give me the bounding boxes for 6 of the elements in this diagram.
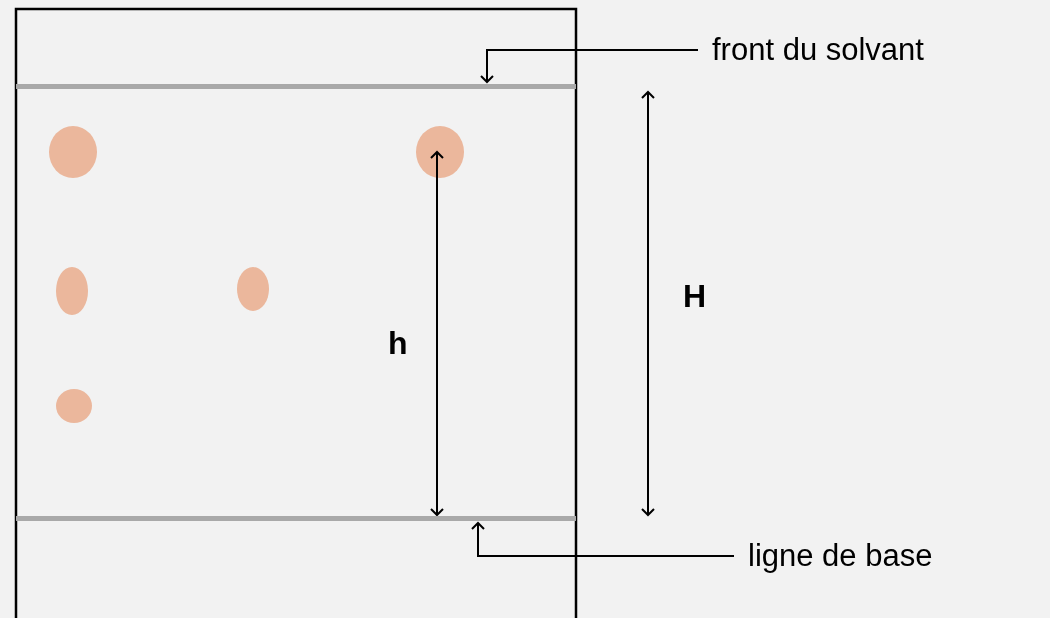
callout-label: ligne de base	[748, 538, 933, 574]
callout-label: front du solvant	[712, 32, 924, 68]
dimension-label: H	[683, 278, 707, 314]
leader-line	[480, 49, 699, 83]
leader-line	[471, 522, 735, 557]
dimension-label: h	[388, 325, 408, 361]
